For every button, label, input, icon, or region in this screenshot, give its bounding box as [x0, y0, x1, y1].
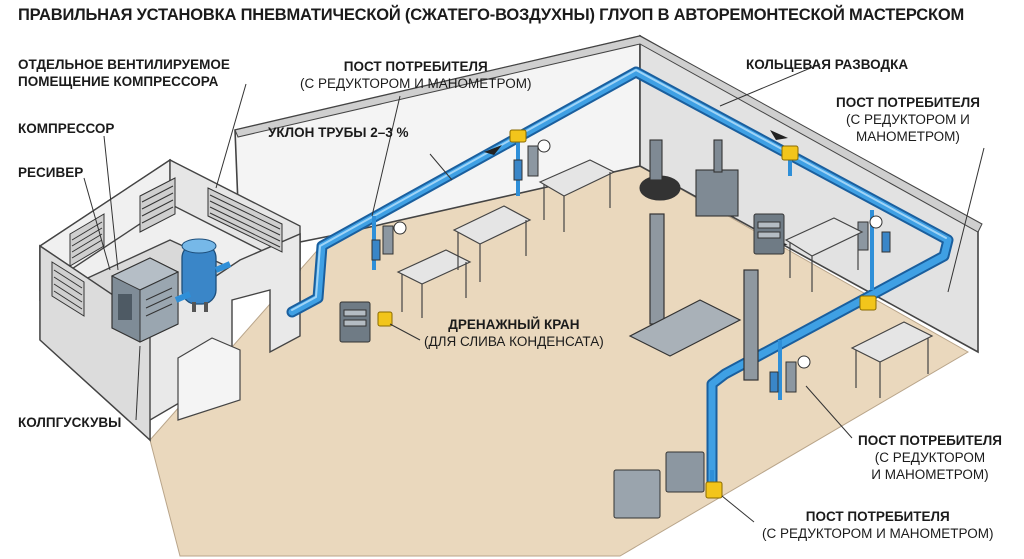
label-kolp-text: КОЛПГУСКУВЫ	[18, 415, 122, 430]
label-drain-line1: ДРЕНАЖНЫЙ КРАН	[448, 317, 580, 332]
label-post-right-line1: ПОСТ ПОТРЕБИТЕЛЯ	[836, 95, 980, 110]
receiver-tank	[181, 238, 217, 312]
compressor-unit	[110, 257, 180, 343]
consumer-station-1	[371, 221, 407, 261]
label-compressor: КОМПРЕССОР	[18, 120, 114, 137]
label-post-bottom-line1: ПОСТ ПОТРЕБИТЕЛЯ	[805, 509, 950, 524]
label-slope: УКЛОН ТРУБЫ 2–3 %	[268, 124, 409, 141]
label-post-bottom: ПОСТ ПОТРЕБИТЕЛЯ (С РЕДУКТОРОМ И МАНОМЕТ…	[762, 508, 993, 542]
label-post-right-line2: (С РЕДУКТОРОМ И	[846, 112, 970, 127]
vent-grille-left	[69, 213, 105, 267]
main-air-pipeline	[286, 66, 954, 494]
label-ventilated-room-line2: ПОМЕЩЕНИЕ КОМПРЕССОРА	[18, 74, 219, 89]
door-opening	[177, 337, 241, 421]
leader-lines	[83, 63, 985, 523]
workbenches	[396, 159, 934, 398]
label-post-bottom-line2: (С РЕДУКТОРОМ И МАНОМЕТРОМ)	[762, 526, 994, 541]
label-post-right: ПОСТ ПОТРЕБИТЕЛЯ (С РЕДУКТОРОМ И МАНОМЕТ…	[836, 94, 980, 145]
label-post-mid: ПОСТ ПОТРЕБИТЕЛЯ (С РЕДУКТОРОМ И МАНОМЕТ…	[858, 432, 1002, 483]
label-ring: КОЛЬЦЕВАЯ РАЗВОДКА	[746, 56, 908, 73]
label-slope-text: УКЛОН ТРУБЫ 2–3 %	[268, 125, 409, 140]
label-drain-line2: (ДЛЯ СЛИВА КОНДЕНСАТА)	[424, 334, 604, 349]
label-kolp: КОЛПГУСКУВЫ	[18, 414, 121, 431]
compressor-to-receiver-pipe	[174, 291, 192, 303]
vent-grille-right	[207, 187, 283, 253]
label-compressor-text: КОМПРЕССОР	[18, 121, 115, 136]
label-post-top: ПОСТ ПОТРЕБИТЕЛЯ (С РЕДУКТОРОМ И МАНОМЕТ…	[300, 58, 531, 92]
label-post-right-line3: МАНОМЕТРОМ)	[855, 129, 960, 144]
label-post-mid-line1: ПОСТ ПОТРЕБИТЕЛЯ	[858, 433, 1002, 448]
label-post-top-line2: (С РЕДУКТОРОМ И МАНОМЕТРОМ)	[300, 76, 532, 91]
label-receiver: РЕСИВЕР	[18, 164, 83, 181]
label-ventilated-room: ОТДЕЛЬНОЕ ВЕНТИЛИРУЕМОЕ ПОМЕЩЕНИЕ КОМПРЕ…	[18, 56, 230, 90]
consumer-station-4	[769, 355, 811, 393]
label-post-mid-line2: (С РЕДУКТОРОМ	[874, 450, 986, 465]
tire-equipment	[639, 139, 739, 217]
consumer-station-2	[513, 139, 551, 181]
vent-grille-front	[51, 261, 85, 317]
label-drain-valve: ДРЕНАЖНЫЙ КРАН (ДЛЯ СЛИВА КОНДЕНСАТА)	[424, 316, 604, 350]
wall-top-edge	[234, 35, 983, 233]
label-post-top-line1: ПОСТ ПОТРЕБИТЕЛЯ	[343, 59, 488, 74]
car-lift	[628, 213, 759, 381]
label-ventilated-room-line1: ОТДЕЛЬНОЕ ВЕНТИЛИРУЕМОЕ	[18, 57, 230, 72]
label-receiver-text: РЕСИВЕР	[18, 165, 84, 180]
receiver-outlet-pipe	[214, 261, 232, 273]
label-post-mid-line3: И МАНОМЕТРОМ)	[871, 467, 989, 482]
yellow-fittings	[377, 129, 877, 499]
tool-carts	[339, 213, 785, 519]
page-title: ПРАВИЛЬНАЯ УСТАНОВКА ПНЕВМАТИЧЕСКОЙ (СЖА…	[18, 6, 965, 24]
vent-grille-back	[139, 177, 176, 233]
label-ring-text: КОЛЬЦЕВАЯ РАЗВОДКА	[746, 57, 909, 72]
